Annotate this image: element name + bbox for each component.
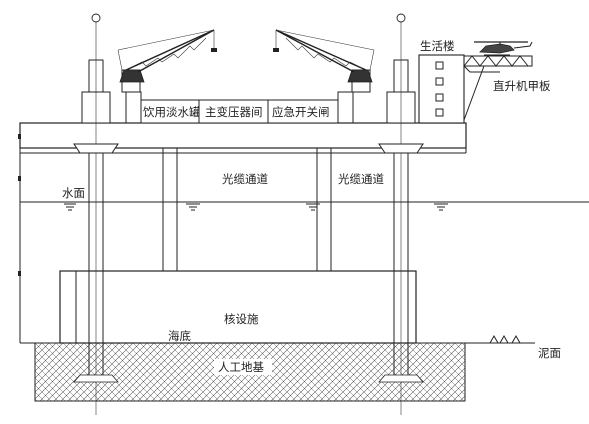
platform-leg-left xyxy=(73,20,119,415)
nuclear-facility-block xyxy=(59,270,417,344)
mud-surface-marks xyxy=(489,334,521,344)
water-level-symbols xyxy=(64,203,448,211)
helicopter-icon xyxy=(474,41,533,56)
platform-leg-right xyxy=(378,20,424,415)
nuclear-facility-label: 核设施 xyxy=(224,312,259,326)
cable-channel-right-label: 光缆通道 xyxy=(338,172,384,186)
artificial-foundation-label: 人工地基 xyxy=(218,360,264,374)
fresh-water-tank-label: 饮用淡水罐 xyxy=(143,105,201,119)
helideck-structure xyxy=(463,55,533,121)
cable-channel-shafts xyxy=(162,148,332,271)
mud-surface-label: 泥面 xyxy=(538,346,561,360)
artificial-foundation-label-bg xyxy=(214,359,272,375)
living-quarters-label: 生活楼 xyxy=(420,39,455,53)
hull-side-marks xyxy=(18,134,21,276)
cable-channel-left-label: 光缆通道 xyxy=(222,172,268,186)
leg-centerline-markers xyxy=(91,13,406,23)
crane-right xyxy=(273,29,375,93)
main-transformer-room-label: 主变压器间 xyxy=(205,105,263,119)
water-surface-label: 水面 xyxy=(62,186,85,200)
helideck-label: 直升机甲板 xyxy=(493,79,551,93)
seabed-label: 海底 xyxy=(168,329,191,343)
crane-left xyxy=(117,29,217,93)
living-quarters-building xyxy=(418,54,465,124)
living-quarters-windows xyxy=(435,61,444,117)
emergency-switch-gate-label: 应急开关闸 xyxy=(272,105,330,119)
